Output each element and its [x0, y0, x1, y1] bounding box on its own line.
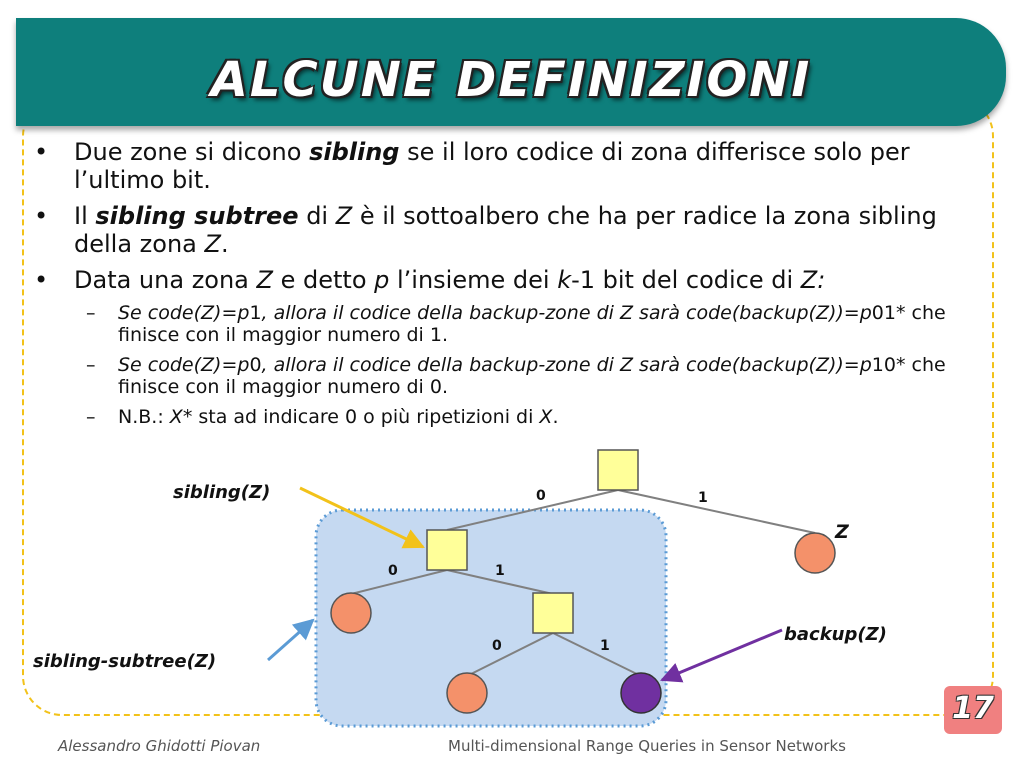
- page-number: 17: [952, 691, 994, 726]
- slide-body: • Due zone si dicono sibling se il loro c…: [34, 138, 974, 436]
- text: Se code(Z)=p: [118, 354, 250, 376]
- text: 1: [249, 302, 262, 324]
- dash-mark: –: [86, 302, 96, 324]
- root-node: [597, 449, 639, 491]
- text: di: [298, 202, 336, 230]
- term-sibling: sibling: [309, 138, 400, 166]
- subbullet-nb: –N.B.: X* sta ad indicare 0 o più ripeti…: [34, 406, 974, 428]
- edge-label: 1: [495, 563, 505, 579]
- text: -1 bit del codice di: [571, 266, 801, 294]
- edge: [446, 569, 554, 595]
- text: Il: [74, 202, 96, 230]
- arrow-subtree: [267, 618, 315, 662]
- edge-label: 0: [388, 563, 398, 579]
- subbullet-code-0: –Se code(Z)=p0, allora il codice della b…: [34, 354, 974, 398]
- arrow-backup: [660, 628, 783, 683]
- text: che finisce con il maggior numero di 1.: [118, 302, 946, 346]
- text: è il sottoalbero che ha per radice la zo…: [74, 202, 937, 258]
- backup-node: [620, 672, 662, 714]
- dash-mark: –: [86, 354, 96, 376]
- title-bar: ALCUNE DEFINIZIONI: [16, 18, 1006, 126]
- edge-label: 1: [698, 490, 708, 506]
- edge: [350, 569, 448, 595]
- text: se il loro codice di zona differisce sol…: [74, 138, 910, 194]
- slide-title: ALCUNE DEFINIZIONI: [210, 52, 812, 108]
- bullet-mark: •: [34, 266, 49, 294]
- var-z: Z: [204, 230, 221, 258]
- text: e detto: [272, 266, 375, 294]
- sibling-subtree-region: [314, 508, 668, 728]
- bullet-mark: •: [34, 202, 49, 230]
- dash-mark: –: [86, 406, 96, 428]
- text: 10*: [871, 354, 906, 376]
- text: 01*: [871, 302, 906, 324]
- subbullet-code-1: –Se code(Z)=p1, allora il codice della b…: [34, 302, 974, 346]
- text: N.B.:: [118, 406, 170, 428]
- var-x: X: [539, 406, 553, 428]
- label-z: Z: [834, 521, 850, 543]
- var-z: Z: [335, 202, 353, 230]
- text: 0: [249, 354, 262, 376]
- footer-author: Alessandro Ghidotti Piovan: [58, 737, 261, 755]
- text: Se code(Z)=p: [118, 302, 250, 324]
- text: , allora il codice della backup-zone di …: [261, 302, 872, 324]
- var-p: p: [374, 266, 390, 294]
- var-z: Z:: [800, 266, 826, 294]
- bullet-data-zona: • Data una zona Z e detto p l’insieme dei…: [34, 266, 974, 294]
- bullet-sibling-subtree: • Il sibling subtree di Z è il sottoalber…: [34, 202, 974, 258]
- term-sibling-subtree: sibling subtree: [95, 202, 299, 230]
- bullet-sibling: • Due zone si dicono sibling se il loro c…: [34, 138, 974, 194]
- sibling-node: [426, 529, 468, 571]
- edge: [552, 632, 642, 677]
- inner-node: [532, 592, 574, 634]
- label-sibling-subtree: sibling-subtree(Z): [33, 651, 216, 672]
- text: Due zone si dicono: [74, 138, 310, 166]
- text: , allora il codice della backup-zone di …: [261, 354, 872, 376]
- footer-course: Multi-dimensional Range Queries in Senso…: [448, 737, 846, 755]
- text: che finisce con il maggior numero di 0.: [118, 354, 946, 398]
- leaf-node: [330, 592, 372, 634]
- var-z: Z: [256, 266, 273, 294]
- z-node: [794, 532, 836, 574]
- text: * sta ad indicare 0 o più ripetizioni di: [182, 406, 540, 428]
- var-x: X: [169, 406, 183, 428]
- text: l’insieme dei: [389, 266, 558, 294]
- var-k: k: [557, 266, 572, 294]
- label-sibling: sibling(Z): [173, 482, 270, 503]
- edge-label: 0: [492, 638, 502, 654]
- edge: [466, 632, 554, 677]
- edge-label: 1: [600, 638, 610, 654]
- text: .: [552, 406, 559, 428]
- edge: [446, 489, 619, 531]
- label-backup: backup(Z): [784, 624, 887, 645]
- leaf-node: [446, 672, 488, 714]
- text: .: [220, 230, 229, 258]
- arrow-sibling: [299, 486, 425, 549]
- edge: [617, 489, 816, 534]
- page-number-badge: 17: [944, 686, 1002, 734]
- text: Data una zona: [74, 266, 257, 294]
- bullet-mark: •: [34, 138, 49, 166]
- edge-label: 0: [536, 488, 546, 504]
